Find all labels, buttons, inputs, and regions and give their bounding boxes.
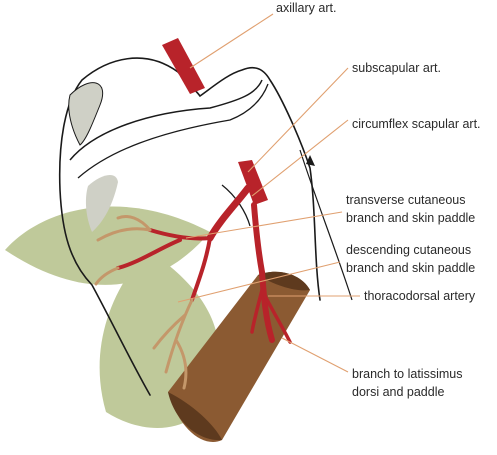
descending-cutaneous-branch bbox=[190, 236, 212, 302]
leader-lines bbox=[177, 13, 360, 373]
latissimus-muscle-top bbox=[258, 271, 310, 291]
leader-subscapular bbox=[247, 67, 349, 173]
label-transverse-line1: transverse cutaneous bbox=[346, 193, 466, 207]
leader-descending bbox=[177, 261, 341, 303]
scapula-spine-lower bbox=[77, 83, 269, 179]
label-circumflex-scapular-artery: circumflex scapular art. bbox=[352, 117, 481, 131]
descending-branch-in-paddle bbox=[152, 298, 194, 390]
label-thoracodorsal-artery: thoracodorsal artery bbox=[364, 289, 476, 303]
branch-to-latissimus bbox=[250, 288, 292, 344]
leader-axillary bbox=[189, 13, 274, 69]
label-axillary-artery: axillary art. bbox=[276, 1, 336, 15]
transverse-cutaneous-branch bbox=[116, 228, 212, 270]
label-descending-line1: descending cutaneous bbox=[346, 243, 471, 257]
scapula-body-shadow bbox=[85, 175, 118, 232]
glenoid-shadow bbox=[68, 82, 104, 146]
leader-transverse bbox=[185, 211, 343, 239]
inferior-angle bbox=[221, 184, 251, 227]
transverse-branch-in-paddle bbox=[94, 215, 152, 286]
scapular-notch bbox=[306, 155, 315, 166]
label-transverse-line2: branch and skin paddle bbox=[346, 211, 475, 225]
label-latissimus-line2: dorsi and paddle bbox=[352, 385, 444, 399]
label-latissimus-line1: branch to latissimus bbox=[352, 367, 462, 381]
leader-circumflex bbox=[251, 119, 349, 197]
subscapular-artery bbox=[238, 160, 268, 205]
axillary-artery bbox=[162, 38, 205, 94]
latissimus-muscle-end bbox=[168, 392, 222, 441]
leader-latissimus bbox=[281, 337, 349, 373]
label-descending-line2: branch and skin paddle bbox=[346, 261, 475, 275]
scapula-spine bbox=[69, 79, 263, 161]
medial-border bbox=[299, 149, 353, 301]
label-subscapular-artery: subscapular art. bbox=[352, 61, 441, 75]
